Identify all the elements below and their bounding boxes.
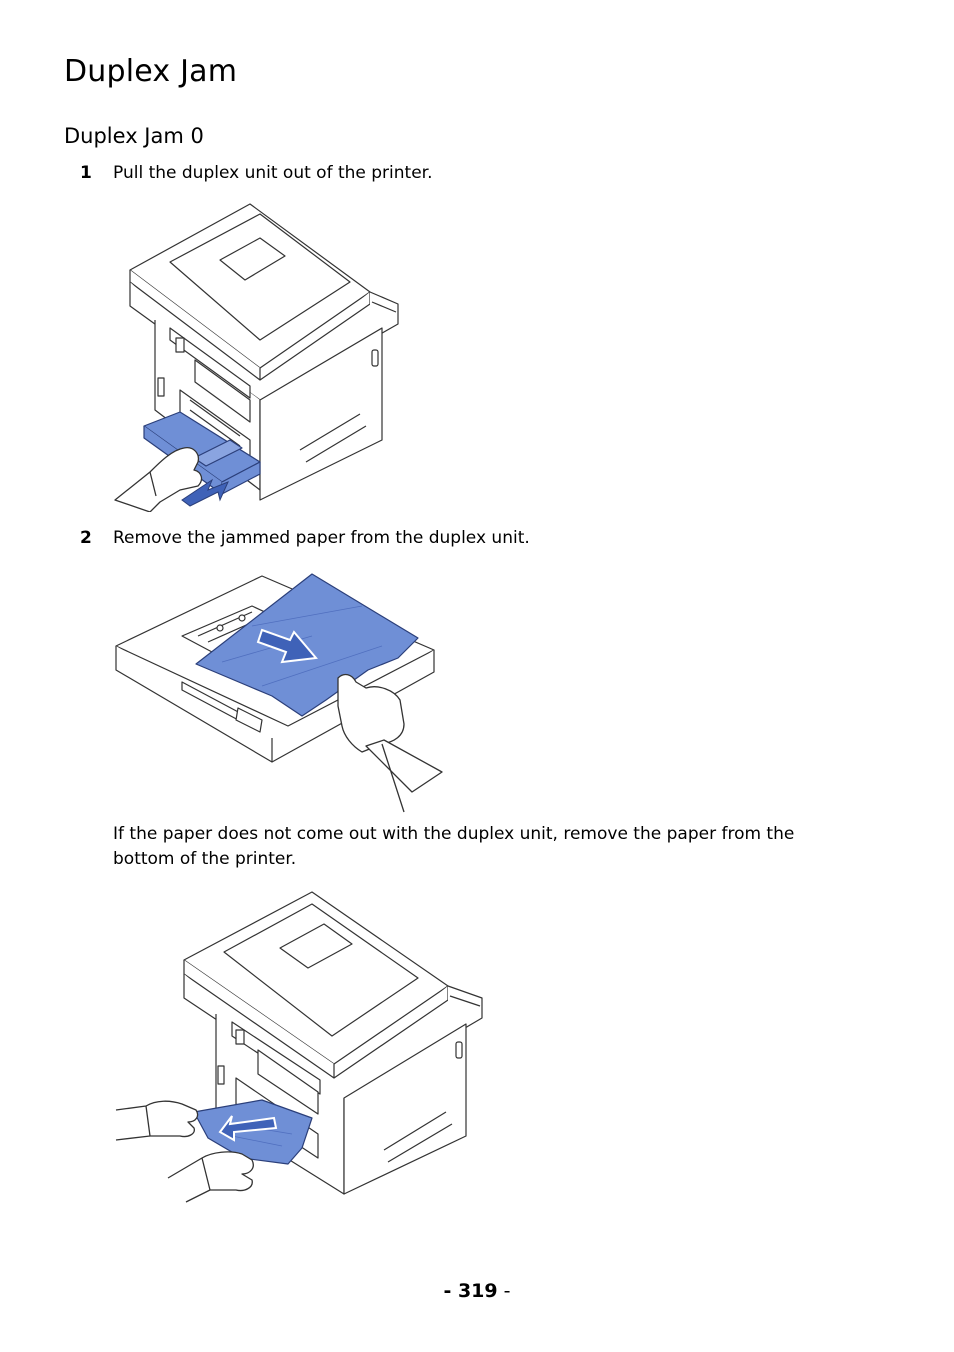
step-number: 1 [80, 163, 92, 183]
printer-duplex-pull-illustration [114, 203, 399, 512]
printer-bottom-paper-removal-illustration [115, 891, 483, 1203]
page-number-value: - 319 [443, 1280, 498, 1302]
step-text: Pull the duplex unit out of the printer. [113, 163, 433, 183]
step-text: Remove the jammed paper from the duplex … [113, 528, 530, 548]
note-paragraph: If the paper does not come out with the … [113, 824, 795, 869]
page-number: - 319 - [0, 1280, 954, 1302]
section-title: Duplex Jam 0 [64, 124, 204, 148]
duplex-unit-paper-removal-illustration [115, 573, 443, 813]
page-title: Duplex Jam [64, 54, 238, 89]
step-number: 2 [80, 528, 92, 548]
page-number-suffix: - [497, 1280, 511, 1302]
